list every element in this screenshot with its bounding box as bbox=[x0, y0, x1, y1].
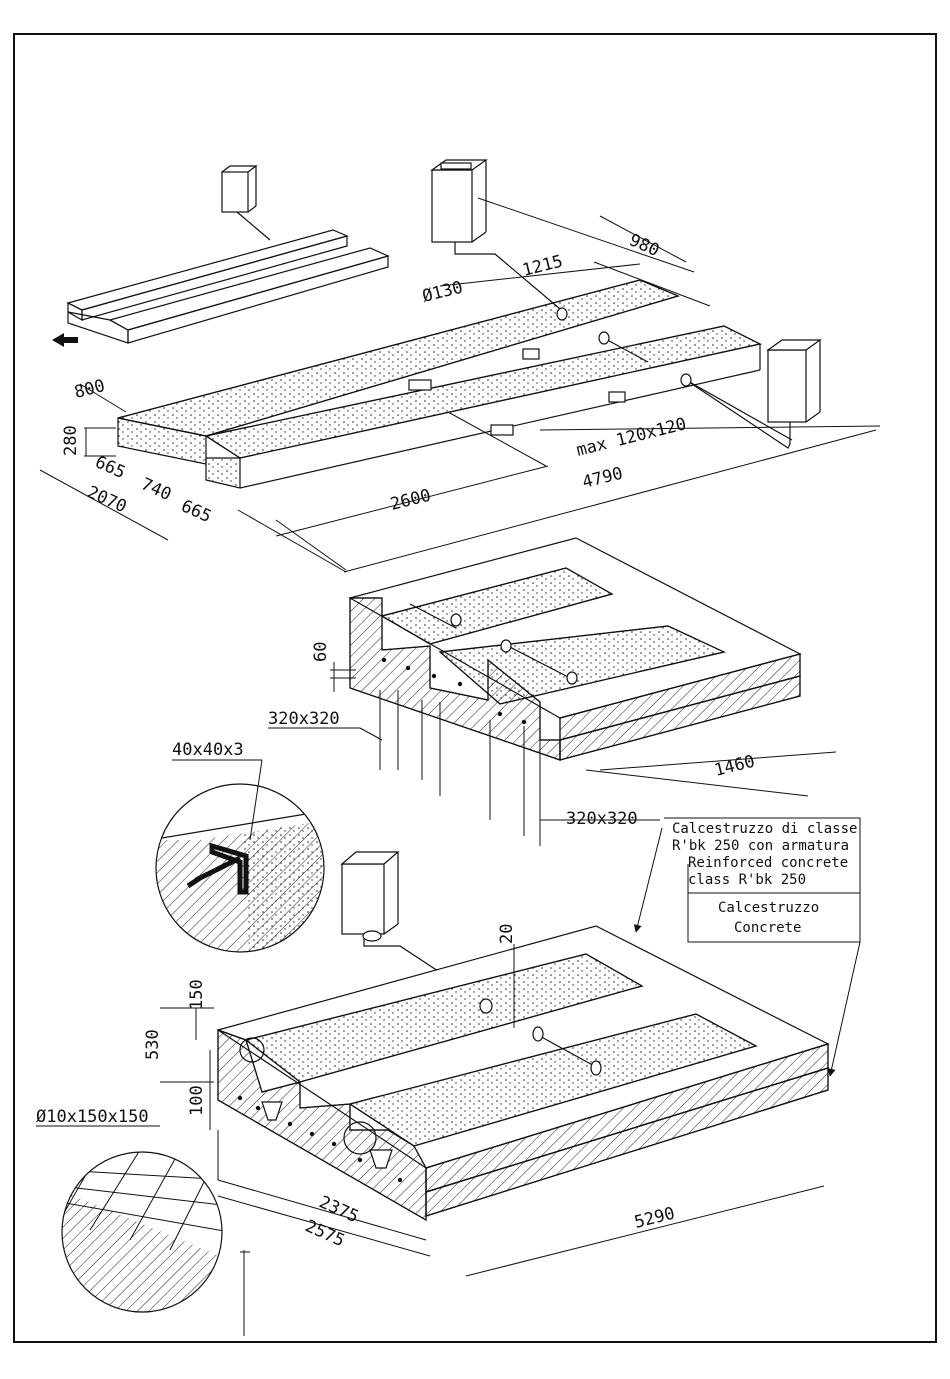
dim-60: 60 bbox=[311, 642, 331, 662]
dim-280: 280 bbox=[61, 425, 81, 456]
direction-arrow-icon bbox=[52, 333, 78, 347]
legend-reinforced-it-2: R'bk 250 con armatura bbox=[672, 838, 849, 854]
dim-100: 100 bbox=[187, 1085, 207, 1116]
dim-665b: 665 bbox=[178, 496, 214, 527]
dim-5290: 5290 bbox=[632, 1204, 677, 1233]
dim-2070: 2070 bbox=[84, 482, 130, 517]
dim-320-right: 320x320 bbox=[566, 809, 638, 829]
middle-view bbox=[350, 538, 800, 760]
dim-angle-profile: 40x40x3 bbox=[172, 740, 244, 760]
overview-sketch bbox=[68, 166, 388, 343]
dim-mesh: Ø10x150x150 bbox=[36, 1107, 149, 1127]
dim-pipe-diameter: Ø130 bbox=[420, 278, 465, 307]
angle-detail-circle: 40x40x3 bbox=[150, 740, 330, 960]
legend-plain-it: Calcestruzzo bbox=[718, 900, 819, 916]
dim-980: 980 bbox=[626, 230, 662, 261]
dim-4790: 4790 bbox=[580, 464, 625, 493]
dim-150: 150 bbox=[187, 979, 207, 1010]
legend-plain-en: Concrete bbox=[734, 920, 801, 936]
dim-1215: 1215 bbox=[520, 252, 565, 281]
dim-2600: 2600 bbox=[388, 486, 433, 515]
dim-320-left: 320x320 bbox=[268, 709, 340, 729]
dim-800: 800 bbox=[72, 376, 107, 403]
legend-reinforced-it-1: Calcestruzzo di classe bbox=[672, 821, 857, 837]
dim-740: 740 bbox=[138, 474, 174, 505]
legend-reinforced-en-1: Reinforced concrete bbox=[688, 855, 848, 871]
dim-1460: 1460 bbox=[712, 752, 757, 781]
mesh-detail-circle: Ø10x150x150 bbox=[36, 1107, 230, 1320]
dim-530: 530 bbox=[143, 1029, 163, 1060]
dim-665a: 665 bbox=[92, 452, 128, 483]
legend-reinforced-en-2: class R'bk 250 bbox=[688, 872, 806, 888]
dim-20: 20 bbox=[497, 924, 517, 944]
dim-grate-max: max 120x120 bbox=[574, 414, 688, 461]
